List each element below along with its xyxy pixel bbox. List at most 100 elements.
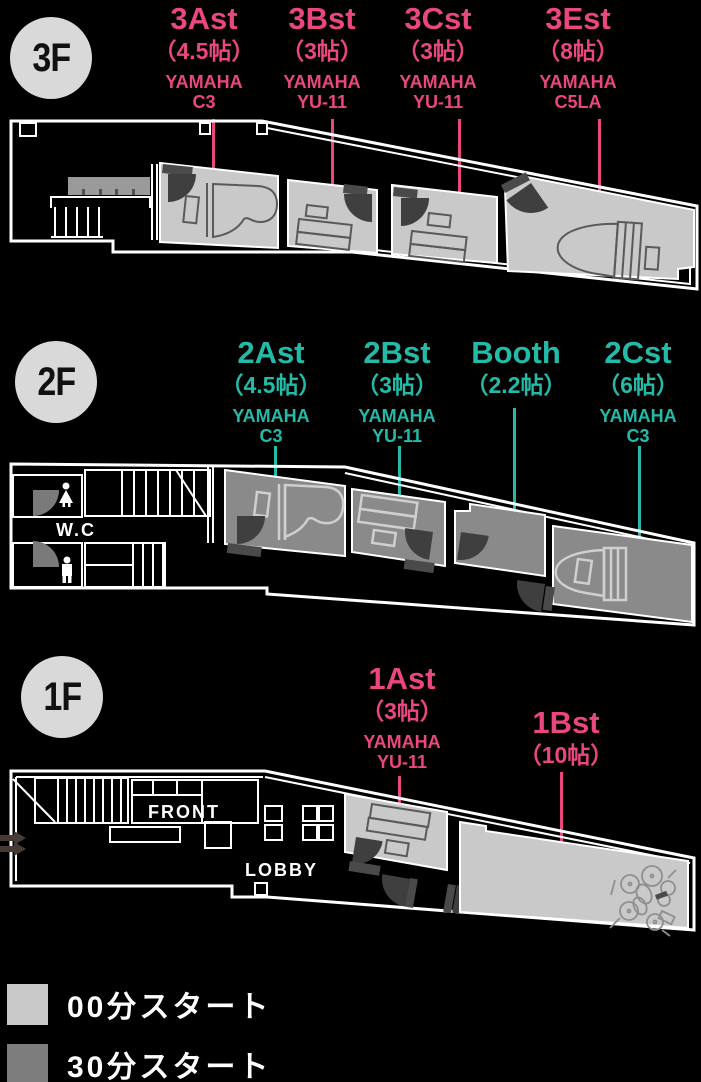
piano-model: YU-11 (296, 92, 348, 112)
room-size: （2.2帖） (465, 372, 567, 398)
room-label-2Cst: 2Cst （6帖） YAMAHA C3 (558, 336, 701, 447)
room-1Ast-shape (344, 792, 448, 876)
room-name: 2Ast (237, 335, 305, 370)
floor-plan-1f: FRONT LOBBY (0, 769, 696, 937)
room-label-2Ast: 2Ast （4.5帖） YAMAHA C3 (191, 335, 351, 447)
room-2Bst-shape (351, 487, 446, 574)
room-name: Booth (471, 335, 561, 370)
room-label-Booth: Booth （2.2帖） (436, 336, 596, 406)
floor-plan-2f: W.C (9, 462, 696, 627)
room-size: （3帖） (356, 372, 438, 398)
leader-3Cst (458, 119, 461, 256)
piano-maker: YAMAHA (283, 72, 361, 92)
room-2Ast-shape (224, 468, 346, 558)
legend-swatch-30min (7, 1043, 48, 1082)
room-label-3Cst: 3Cst （3帖） YAMAHA YU-11 (358, 1, 518, 113)
legend-label-30min: 30分スタート (67, 1051, 272, 1082)
room-name: 2Bst (363, 335, 431, 370)
leader-3Ast (212, 119, 215, 186)
room-name: 1Bst (532, 705, 600, 740)
leader-2Cst (638, 446, 641, 567)
room-size: （8帖） (537, 38, 619, 64)
stairs-3f (50, 164, 158, 240)
piano-maker: YAMAHA (599, 406, 677, 426)
room-3Bst-shape (287, 178, 378, 255)
piano-maker: YAMAHA (539, 72, 617, 92)
piano-model: C3 (192, 92, 216, 112)
legend-label-00min: 00分スタート (67, 991, 272, 1024)
room-size: （3帖） (281, 38, 363, 64)
room-size: （10帖） (518, 742, 614, 768)
leader-3Est (598, 119, 601, 218)
stairs-1f (12, 777, 129, 824)
leader-2Ast (274, 446, 277, 492)
leader-1Bst (560, 772, 563, 878)
lobby-area: LOBBY (245, 805, 334, 896)
room-label-1Ast: 1Ast （3帖） YAMAHA YU-11 (322, 661, 482, 773)
entrance-arrows (0, 831, 26, 856)
room-name: 3Cst (404, 1, 472, 36)
room-Booth-shape (454, 502, 546, 578)
leader-2Bst (398, 446, 401, 516)
legend-item-30min: 30分スタート (7, 1042, 271, 1082)
upright-piano-3Cst (408, 229, 468, 264)
piano-maker: YAMAHA (358, 406, 436, 426)
room-label-3Ast: 3Ast （4.5帖） YAMAHA C3 (124, 1, 284, 113)
upright-piano-1Ast (365, 802, 432, 841)
legend-item-00min: 00分スタート (7, 982, 271, 1026)
room-name: 3Ast (170, 1, 238, 36)
wc-area: W.C (12, 474, 96, 588)
room-size: （4.5帖） (220, 372, 322, 398)
piano-maker: YAMAHA (165, 72, 243, 92)
room-label-3Bst: 3Bst （3帖） YAMAHA YU-11 (242, 1, 402, 113)
leader-Booth (513, 408, 516, 545)
room-name: 3Est (545, 1, 611, 36)
wc-label: W.C (56, 520, 96, 540)
female-icon (59, 482, 73, 507)
floor-plan-3f (9, 119, 699, 291)
piano-maker: YAMAHA (232, 406, 310, 426)
piano-model: C3 (259, 426, 283, 446)
leader-1Ast (398, 776, 401, 817)
floor-badge-1f-label: 1F (43, 674, 82, 719)
room-1Bst-shape (459, 820, 689, 937)
room-name: 3Bst (288, 1, 356, 36)
room-name: 1Ast (368, 661, 436, 696)
piano-model: YU-11 (371, 426, 423, 446)
grand-piano-2Ast (252, 483, 345, 540)
floor-badge-1f: 1F (21, 656, 103, 738)
piano-model: YU-11 (412, 92, 464, 112)
piano-model: C3 (626, 426, 650, 446)
floor-badge-3f: 3F (10, 17, 92, 99)
room-3Cst-shape (391, 183, 498, 265)
lobby-label: LOBBY (245, 860, 318, 880)
floor-badge-3f-label: 3F (32, 35, 71, 80)
floor-badge-2f: 2F (15, 341, 97, 423)
grand-piano-3Ast (182, 182, 279, 239)
floor-badge-2f-label: 2F (37, 359, 76, 404)
lobby-chairs (264, 805, 334, 841)
piano-maker: YAMAHA (399, 72, 477, 92)
upright-piano-3Bst (295, 217, 353, 251)
room-label-3Est: 3Est （8帖） YAMAHA C5LA (498, 1, 658, 113)
male-icon (62, 556, 72, 583)
grand-piano-3Est (556, 220, 661, 281)
room-3Ast-shape (159, 161, 279, 250)
building-outline-1f (9, 769, 696, 932)
piano-model: C5LA (554, 92, 602, 112)
piano-model: YU-11 (376, 752, 428, 772)
room-label-1Bst: 1Bst （10帖） (486, 706, 646, 770)
legend-swatch-00min (7, 983, 48, 1025)
stairs-2f (84, 465, 214, 588)
piano-maker: YAMAHA (363, 732, 441, 752)
room-3Est-shape (500, 172, 695, 281)
room-2Cst-shape (517, 524, 693, 624)
drum-set (609, 865, 677, 937)
front-desk-area: FRONT (109, 779, 259, 849)
leader-3Bst (331, 119, 334, 192)
room-size: （3帖） (397, 38, 479, 64)
room-size: （6帖） (597, 372, 679, 398)
upright-piano-2Bst (356, 493, 419, 531)
room-size: （4.5帖） (153, 38, 255, 64)
